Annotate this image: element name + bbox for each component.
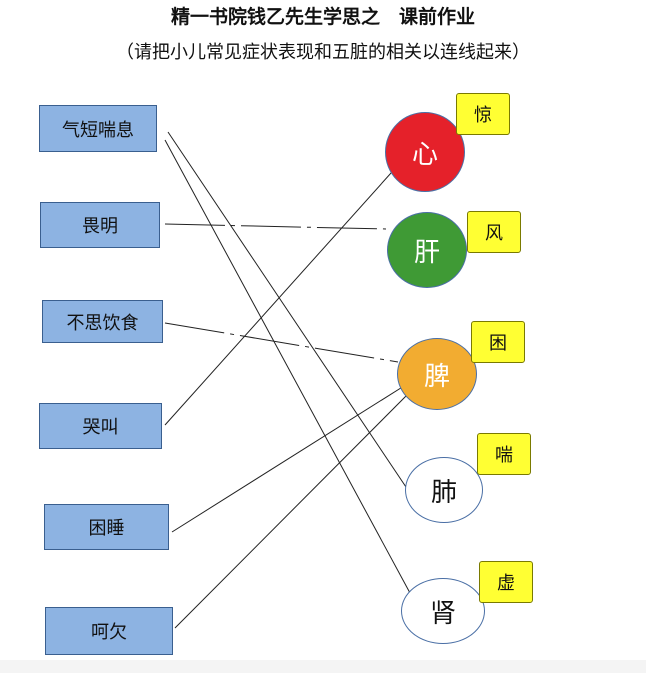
line-kunshui-pi (171, 385, 405, 533)
symptom-box-weiming: 畏明 (40, 202, 160, 248)
organ-shen: 肾 (401, 578, 485, 644)
line-busi-pi (164, 322, 399, 363)
tag-chuan: 喘 (477, 433, 531, 475)
instruction-text: （请把小儿常见症状表现和五脏的相关以连线起来） (116, 42, 530, 63)
line-qiduan-shen (164, 139, 411, 594)
organ-xin: 心 (385, 112, 465, 192)
symptom-box-qiduan: 气短喘息 (39, 105, 157, 152)
organ-pi: 脾 (397, 338, 477, 410)
symptom-box-kunshui: 困睡 (44, 504, 169, 550)
tag-feng: 风 (467, 211, 521, 253)
tag-xu: 虚 (479, 561, 533, 603)
symptom-box-busi: 不思饮食 (42, 300, 163, 343)
organ-gan: 肝 (387, 212, 467, 288)
organ-fei: 肺 (405, 457, 483, 523)
line-kujiao-xin (164, 162, 401, 426)
line-heqian-pi (174, 391, 411, 629)
line-qiduan-fei (167, 131, 411, 494)
bottom-strip (0, 660, 646, 673)
symptom-box-kujiao: 哭叫 (39, 403, 162, 449)
line-weiming-gan (164, 223, 387, 230)
symptom-box-heqian: 呵欠 (45, 607, 173, 655)
tag-jing: 惊 (456, 93, 510, 135)
tag-kun: 困 (471, 321, 525, 363)
page-title: 精一书院钱乙先生学思之 课前作业 (170, 6, 475, 28)
